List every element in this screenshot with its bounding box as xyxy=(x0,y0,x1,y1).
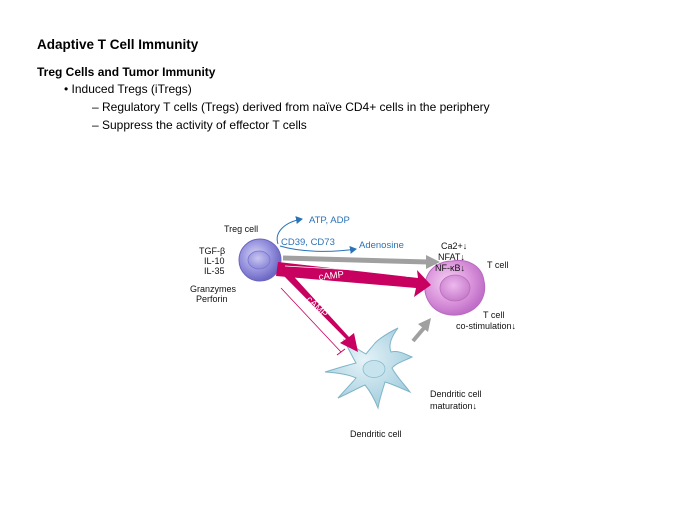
sub-bullet-derivation: – Regulatory T cells (Tregs) derived fro… xyxy=(92,100,490,114)
dc-to-tcell-gray-arrow xyxy=(411,318,431,343)
signal-ca2: Ca2+↓ xyxy=(441,241,467,251)
cd39-cd73-label: CD39, CD73 xyxy=(281,237,335,248)
camp-label-tcell: cAMP xyxy=(318,269,344,283)
dendritic-cell-label: Dendritic cell xyxy=(350,429,402,439)
bullet-induced-tregs: • Induced Tregs (iTregs) xyxy=(64,82,192,96)
slide-title: Adaptive T Cell Immunity xyxy=(37,37,199,52)
factor-tgf-beta: TGF-β xyxy=(199,246,225,256)
camp-arrow-to-dc xyxy=(280,268,358,356)
treg-cell xyxy=(238,238,282,282)
adenosine-label: Adenosine xyxy=(359,240,404,251)
granzymes-label: Granzymes xyxy=(190,284,237,294)
tcell-costim-label-1: T cell xyxy=(483,310,504,320)
tcell-costim-label-2: co-stimulation↓ xyxy=(456,321,516,331)
sub-bullet-suppression: – Suppress the activity of effector T ce… xyxy=(92,118,307,132)
signal-nfkb: NF-κB↓ xyxy=(435,263,465,273)
tcell-label: T cell xyxy=(487,260,508,270)
dc-maturation-label-1: Dendritic cell xyxy=(430,389,482,399)
camp-arrow-to-tcell xyxy=(276,262,431,297)
dc-maturation-label-2: maturation↓ xyxy=(430,401,477,411)
factor-il-35: IL-35 xyxy=(204,266,225,276)
atp-adenosine-pathway xyxy=(276,216,357,254)
slide-subtitle: Treg Cells and Tumor Immunity xyxy=(37,65,216,79)
adenosine-gray-arrow xyxy=(282,255,440,269)
factor-il-10: IL-10 xyxy=(204,256,225,266)
signal-nfat: NFAT↓ xyxy=(438,252,465,262)
atp-adp-label: ATP, ADP xyxy=(309,215,350,226)
treg-label: Treg cell xyxy=(224,224,258,234)
t-cell xyxy=(424,259,486,316)
dendritic-cell xyxy=(324,327,414,410)
perforin-label: Perforin xyxy=(196,294,228,304)
